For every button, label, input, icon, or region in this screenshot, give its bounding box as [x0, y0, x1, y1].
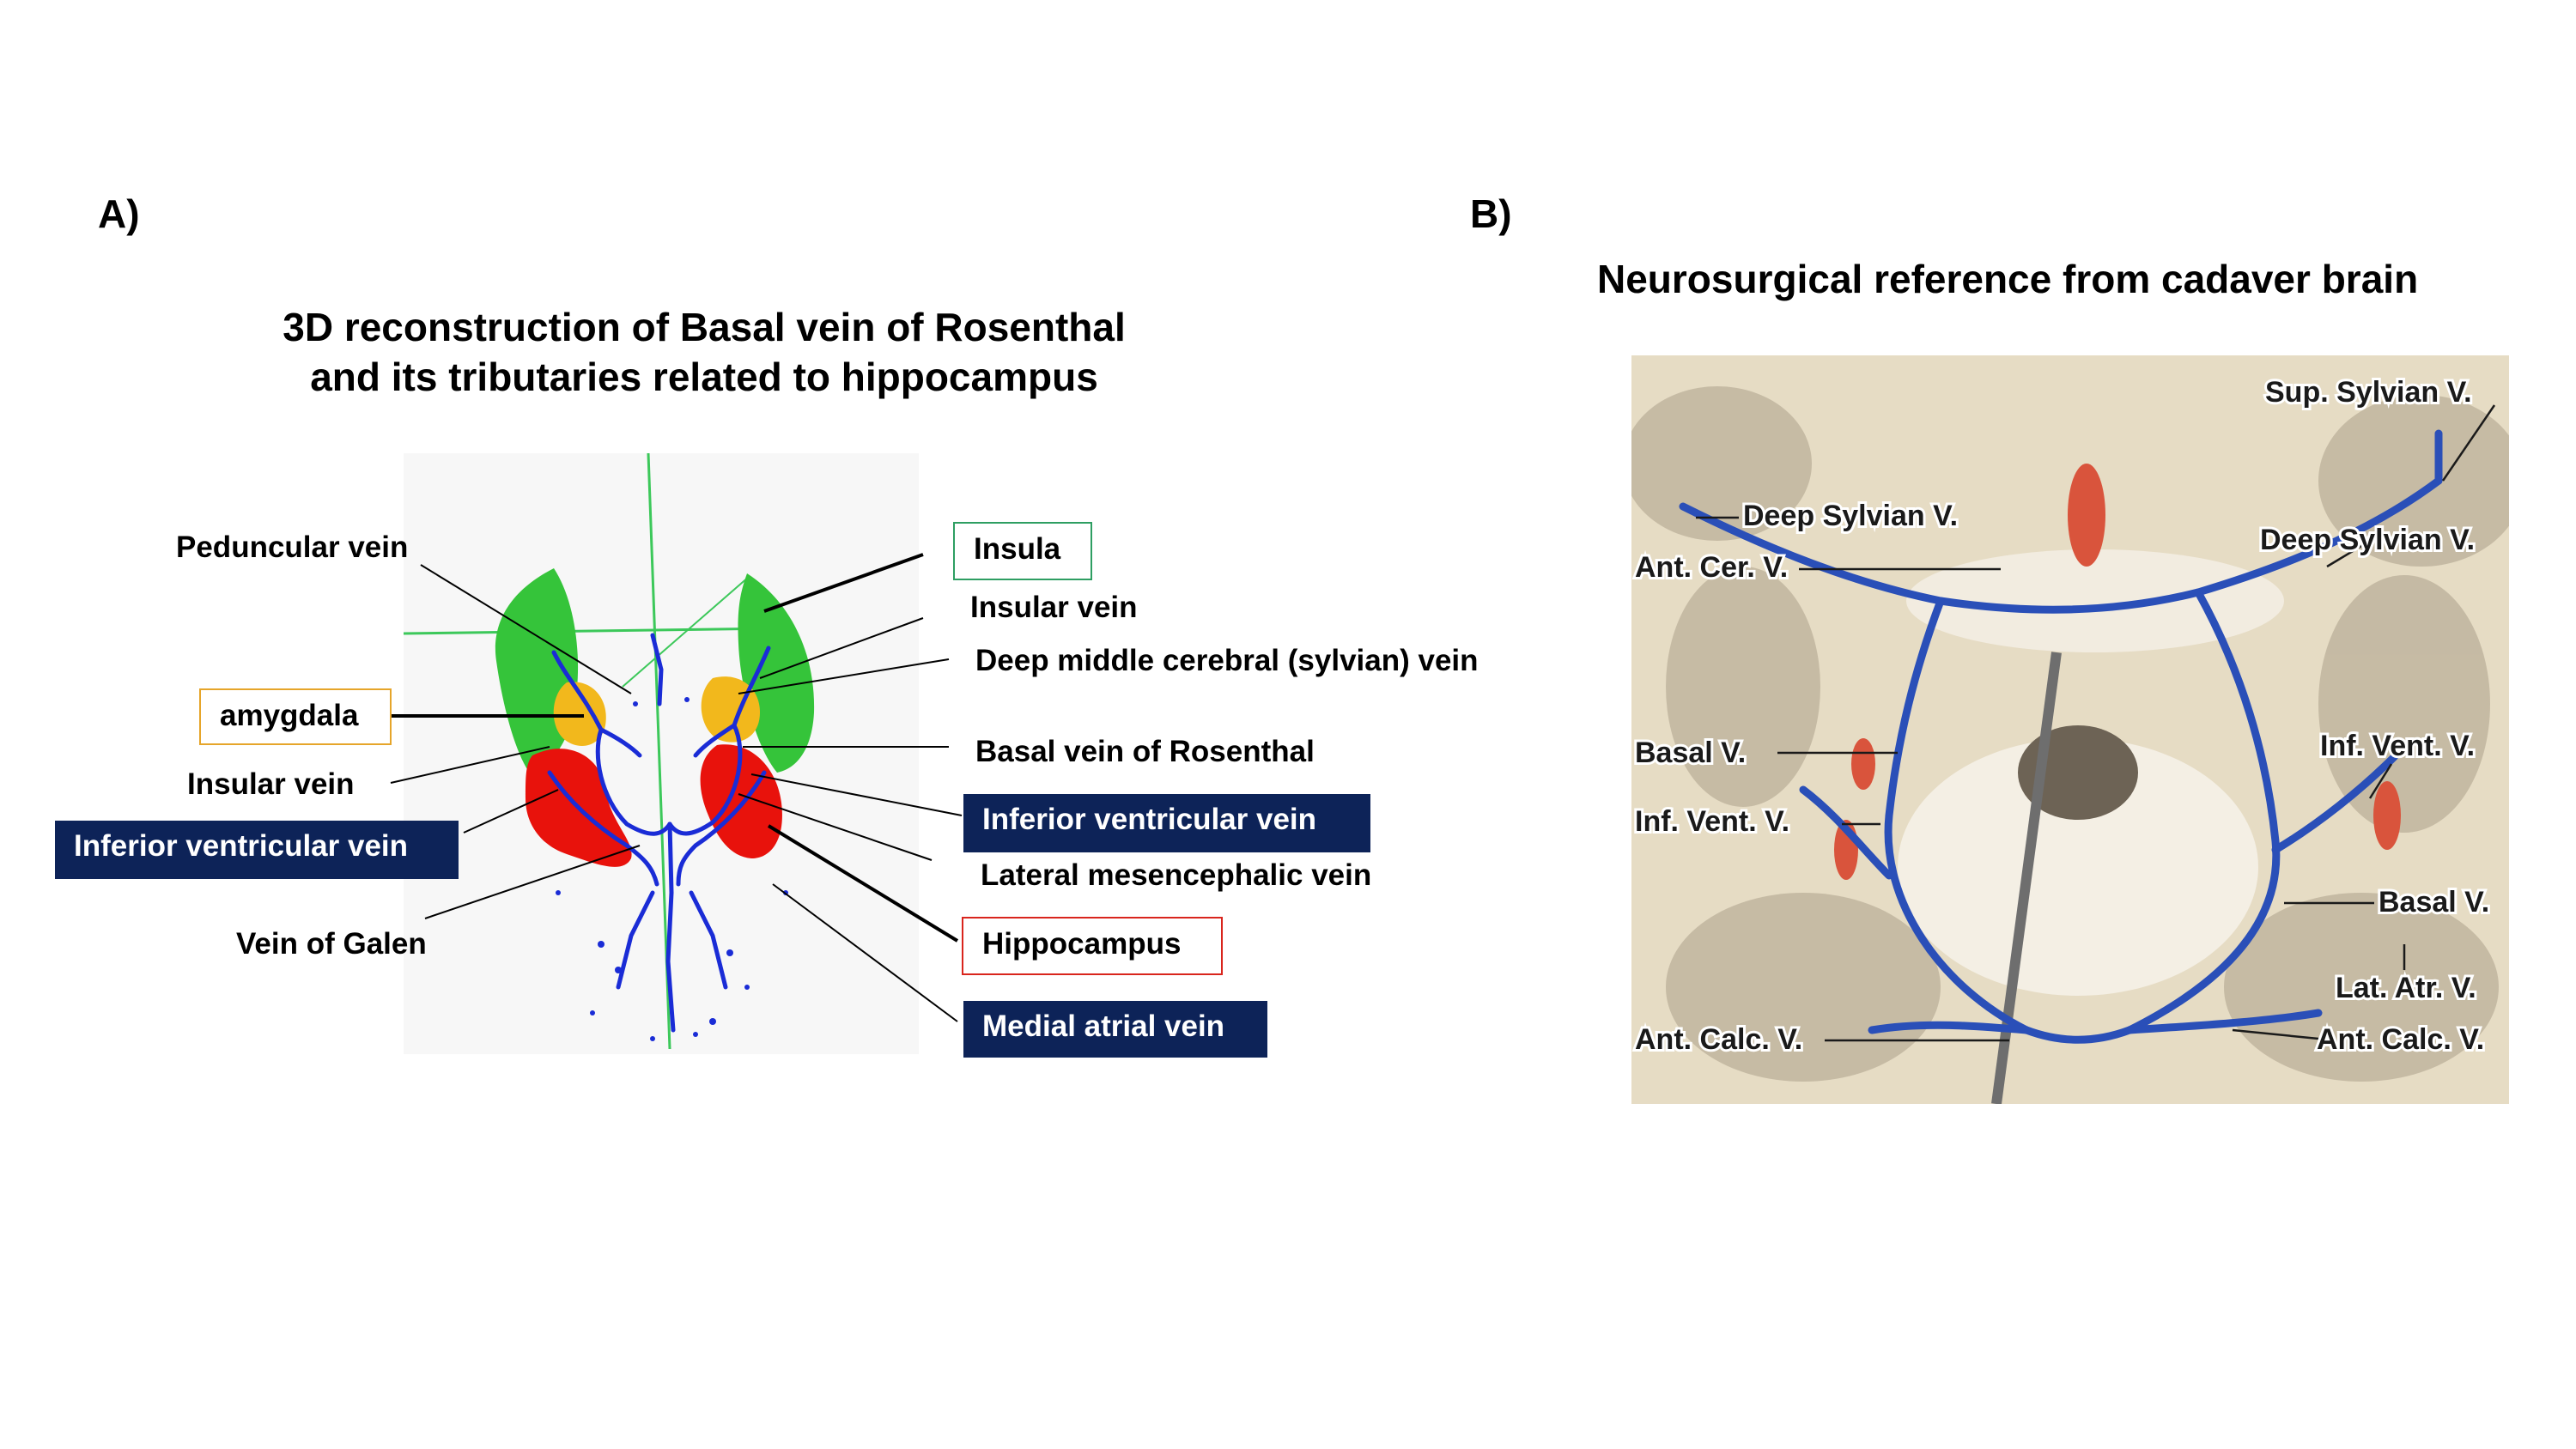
insular-vein-right-label: Insular vein: [970, 591, 1138, 624]
inf-vent-left-path: [1799, 785, 1893, 880]
vein-fragments: [556, 697, 788, 1041]
leader-deep-middle-cerebral: [738, 658, 950, 694]
leader-deep-sylvian-right: [2326, 539, 2371, 568]
photo-veins: [1679, 429, 2443, 1044]
panel-b-title: Neurosurgical reference from cadaver bra…: [1597, 257, 2419, 301]
inferior-ventricular-vein-left: [547, 770, 659, 887]
arteries: [1834, 464, 2401, 880]
basal-right-label: Basal V.: [2379, 886, 2489, 919]
lat-atr-label: Lat. Atr. V.: [2336, 972, 2476, 1004]
ant-calc-left-path: [1868, 1021, 2031, 1034]
panel-a-title-line1: 3D reconstruction of Basal vein of Rosen…: [283, 305, 1126, 349]
basal-left-label: Basal V.: [1635, 737, 1746, 769]
galen-confluence-path: [2022, 1026, 2134, 1044]
peduncular-vein-left: [598, 727, 642, 758]
ant-cer-label: Ant. Cer. V.: [1635, 551, 1788, 584]
leader-hippocampus: [767, 824, 959, 943]
leader-lateral-mesencephalic: [738, 793, 933, 861]
insular-vein-left-label: Insular vein: [187, 767, 355, 801]
insular-vein-right: [732, 646, 771, 728]
inf-vent-right-label: Inf. Vent. V.: [2320, 730, 2475, 762]
basal-vein-left-path: [1884, 597, 2031, 1034]
ant-calc-right-label: Ant. Calc. V.: [2317, 1023, 2484, 1056]
ant-calc-right-path: [2125, 1009, 2323, 1034]
basal-vein-right: [667, 723, 743, 836]
deep-sylvian-right-label: Deep Sylvian V.: [2260, 524, 2475, 556]
panel-a-leader-lines: [390, 553, 963, 1022]
vein-of-galen: [665, 822, 676, 1033]
medial-atrial-box: Medial atrial vein: [963, 1001, 1267, 1058]
inf-vent-right-path: [2271, 751, 2400, 854]
basal-vein-right-path: [2125, 588, 2281, 1034]
panel-a-title: 3D reconstruction of Basal vein of Rosen…: [206, 302, 1202, 402]
panel-b-leader-lines: [1696, 404, 2496, 1042]
inf-vent-left-label: Inf. Vent. V.: [1635, 805, 1789, 838]
leader-insular-vein-right: [759, 617, 924, 679]
peduncular-vein-label: Peduncular vein: [176, 530, 409, 564]
reconstruction-background: [404, 453, 919, 1054]
deep-sylvian-left-label: Deep Sylvian V.: [1743, 500, 1958, 532]
peduncular-vein-right: [693, 723, 737, 758]
panel-b-label: B): [1470, 191, 1512, 236]
deep-middle-cerebral-label: Deep middle cerebral (sylvian) vein: [975, 644, 1479, 677]
leader-medial-atrial: [772, 883, 958, 1022]
inferior-ventricular-left-box: Inferior ventricular vein: [55, 821, 459, 879]
oblique-axis: [622, 576, 750, 688]
leader-peduncular: [420, 564, 632, 694]
insula-box: Insula: [953, 522, 1092, 580]
leader-vein-of-galen: [424, 845, 641, 919]
horizontal-axis: [403, 627, 778, 635]
deep-sylvian-vein-path: [1679, 476, 2443, 614]
vein-network: [547, 633, 771, 1033]
medial-atrial-vein-right: [689, 890, 728, 990]
amygdala-box: amygdala: [199, 688, 392, 745]
optic-region: [1906, 549, 2284, 652]
basal-vein-rosenthal-label: Basal vein of Rosenthal: [975, 735, 1315, 768]
inferior-ventricular-right-box: Inferior ventricular vein: [963, 794, 1370, 852]
medial-atrial-vein-left: [616, 890, 655, 990]
basal-vein-left: [595, 727, 672, 836]
lateral-mesencephalic-label: Lateral mesencephalic vein: [981, 858, 1372, 892]
midline-vein-upper: [650, 633, 664, 706]
sup-sylvian-label: Sup. Sylvian V.: [2265, 376, 2472, 409]
panel-a-title-line2: and its tributaries related to hippocamp…: [310, 355, 1098, 399]
vertical-axis: [647, 452, 671, 1050]
leader-ant-calc-right: [2232, 1028, 2319, 1040]
leader-inf-vent-right: [2368, 763, 2393, 799]
brainstem: [1898, 738, 2258, 996]
leader-inferior-ventricular-left: [463, 789, 559, 834]
insular-vein-left: [551, 650, 604, 732]
hippocampus-box: Hippocampus: [962, 917, 1223, 975]
panel-a-label: A): [98, 191, 140, 236]
inferior-ventricular-vein-right: [676, 770, 767, 887]
leader-inferior-ventricular-right: [750, 773, 963, 816]
vein-of-galen-label: Vein of Galen: [236, 927, 427, 961]
leader-sup-sylvian: [2441, 404, 2496, 482]
amygdala-left: [553, 682, 606, 746]
ant-calc-left-label: Ant. Calc. V.: [1635, 1023, 1802, 1056]
leader-insula: [763, 553, 924, 613]
leader-insular-vein-left: [390, 746, 550, 784]
